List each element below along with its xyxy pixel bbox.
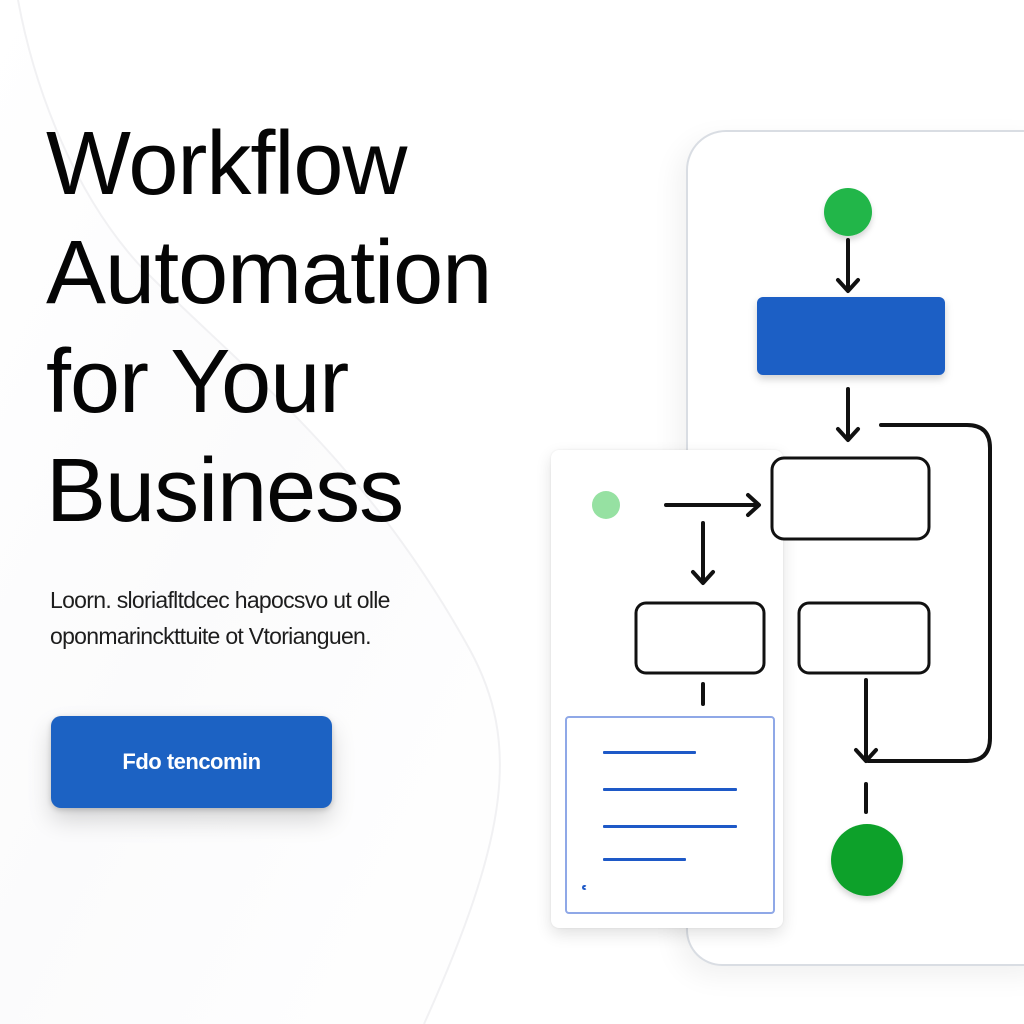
document-line — [603, 751, 696, 754]
document-card — [565, 716, 775, 914]
process-step-block — [757, 297, 945, 375]
end-node-icon — [831, 824, 903, 896]
document-line — [603, 788, 737, 791]
workflow-step-box — [634, 601, 766, 675]
start-node-icon — [824, 188, 872, 236]
document-line — [603, 825, 737, 828]
workflow-step-box — [770, 456, 931, 541]
document-line — [603, 858, 686, 861]
document-mark-icon — [582, 885, 587, 890]
workflow-step-box — [797, 601, 931, 675]
start-node-icon — [592, 491, 620, 519]
